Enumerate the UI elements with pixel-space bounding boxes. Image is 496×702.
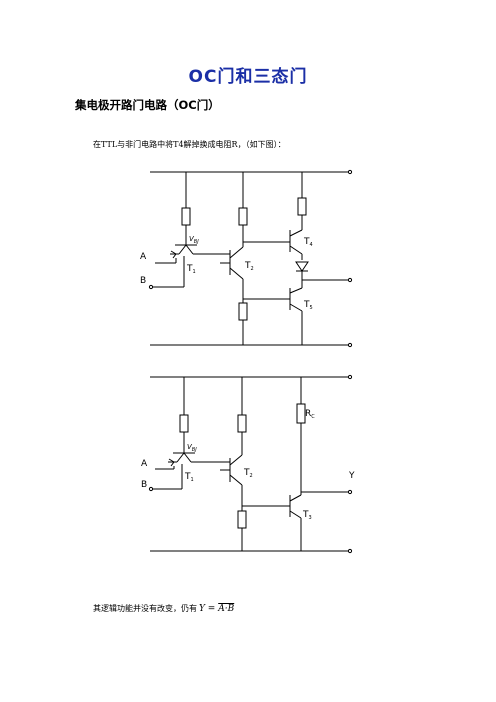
output-y-label: Y bbox=[348, 471, 355, 481]
resistor-r1 bbox=[181, 207, 191, 226]
resistor-r3 bbox=[237, 510, 247, 529]
resistor-r3 bbox=[238, 302, 248, 321]
vbj-label: VBJ bbox=[187, 443, 197, 453]
t1-label: T1 bbox=[186, 264, 196, 275]
formula-lhs: Y = bbox=[199, 604, 219, 614]
formula-rhs: A·B bbox=[218, 604, 235, 614]
rc-label: RC bbox=[305, 409, 315, 420]
resistor-r1 bbox=[179, 414, 189, 433]
t5-label: T5 bbox=[303, 300, 313, 311]
t3-label: T3 bbox=[302, 510, 312, 521]
resistor-rc bbox=[296, 403, 306, 424]
page-title: OC门和三态门 bbox=[188, 67, 308, 87]
input-b-label: B bbox=[141, 480, 147, 490]
resistor-r2 bbox=[238, 207, 248, 226]
oc-gate-circuit-diagram: A B VBJ T1 T2 T3 RC Y bbox=[141, 374, 355, 554]
resistor-r4 bbox=[297, 197, 307, 216]
input-a-label: A bbox=[140, 252, 147, 262]
input-a-label: A bbox=[141, 459, 148, 469]
intro-text: 在TTL与非门电路中将T4解掉换成电阻R，（如下图）： bbox=[93, 140, 286, 149]
conclusion-text: 其逻辑功能并没有改变，仍有 bbox=[93, 604, 197, 613]
section-heading: 集电极开路门电路（OC门） bbox=[75, 98, 220, 112]
ttl-nand-circuit-diagram: A B VBJ T1 T2 T4 T5 bbox=[140, 169, 353, 348]
nand-formula: Y = A·B bbox=[199, 604, 234, 614]
t4-label: T4 bbox=[303, 237, 313, 248]
t1-label: T1 bbox=[184, 472, 194, 483]
vbj-label: VBJ bbox=[189, 235, 199, 245]
input-b-label: B bbox=[140, 276, 146, 286]
resistor-r2 bbox=[237, 414, 247, 433]
t2-label: T2 bbox=[244, 261, 254, 272]
t2-label: T2 bbox=[243, 468, 253, 479]
